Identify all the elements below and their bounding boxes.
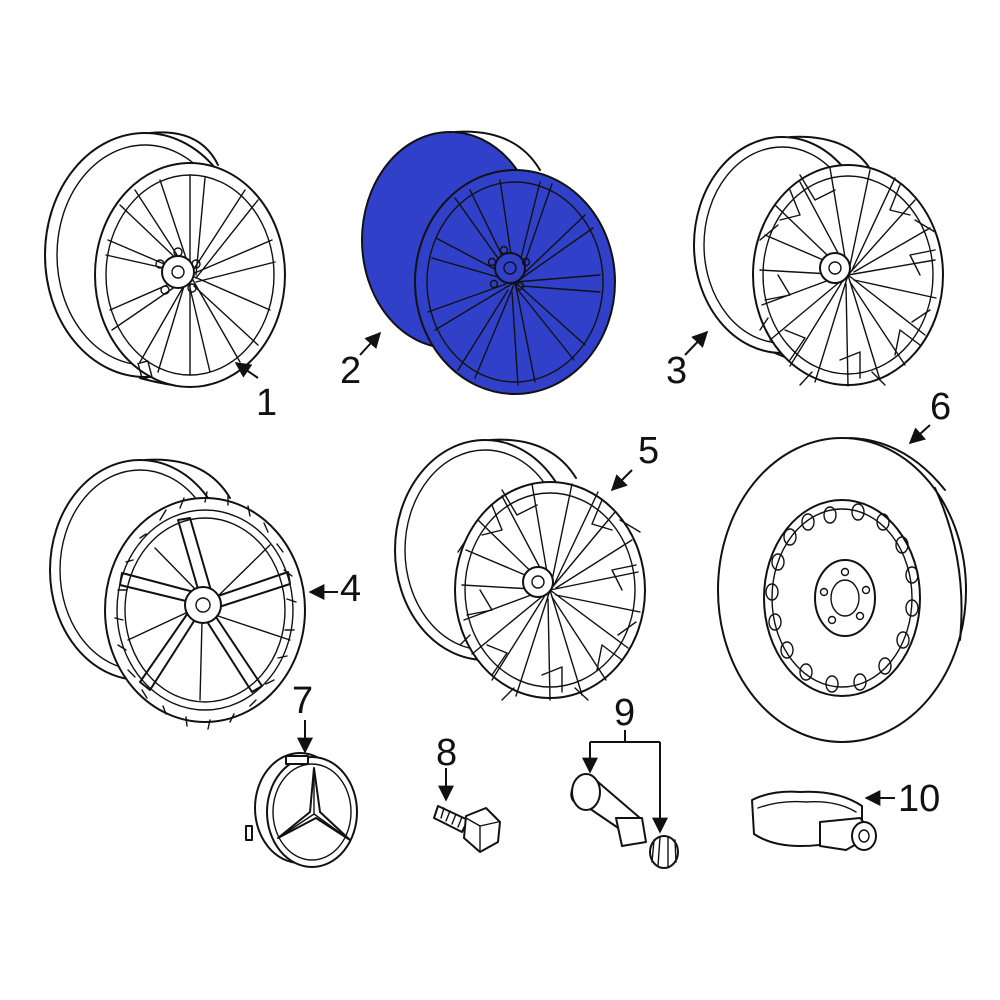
callout-6: 6 [930, 386, 952, 428]
rim-teeth-4 [114, 491, 297, 730]
callout-1: 1 [256, 382, 278, 424]
callout-7: 7 [292, 680, 314, 722]
mesh-spokes-5 [457, 483, 641, 701]
wheel-bolt-8[interactable] [433, 768, 501, 853]
callout-3: 3 [666, 350, 688, 392]
lug-holes-1 [155, 247, 201, 295]
wheel-3[interactable] [684, 135, 944, 387]
callout-2: 2 [340, 350, 362, 392]
wheel-5[interactable] [394, 438, 646, 701]
spokes-1 [105, 174, 276, 376]
callout-4: 4 [340, 568, 362, 610]
vent-holes-6 [765, 503, 919, 693]
center-cap-7[interactable] [245, 720, 358, 868]
mesh-spokes-3 [759, 167, 937, 387]
valve-stem-9[interactable] [570, 730, 679, 869]
callout-9: 9 [614, 692, 636, 734]
star-emblem [277, 767, 351, 841]
five-spokes-4 [119, 517, 291, 701]
wheel-2[interactable] [359, 130, 616, 395]
callout-8: 8 [436, 732, 458, 774]
tpms-sensor-10[interactable] [751, 790, 895, 851]
wheel-1[interactable] [44, 131, 286, 388]
spare-wheel-6[interactable] [717, 424, 967, 743]
wheel-4[interactable] [49, 458, 338, 730]
callout-5: 5 [638, 430, 660, 472]
spokes-2 [427, 179, 601, 386]
callout-10: 10 [898, 778, 941, 820]
